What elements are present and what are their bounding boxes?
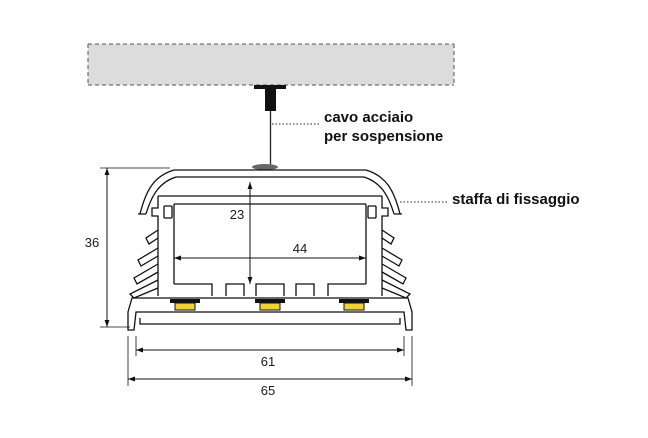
bracket-label: staffa di fissaggio bbox=[452, 191, 580, 208]
cable-label-line1: cavo acciaio bbox=[324, 109, 413, 126]
diffuser-base bbox=[127, 297, 413, 331]
cable-anchor bbox=[252, 85, 286, 170]
dim-total-width: 65 bbox=[127, 336, 413, 398]
aluminium-profile bbox=[128, 195, 412, 299]
dim-total-height: 36 bbox=[85, 167, 170, 328]
led-strip bbox=[170, 299, 369, 311]
dim-total-height-label: 36 bbox=[85, 235, 99, 250]
dim-inner-height-label: 23 bbox=[230, 207, 244, 222]
dim-inner-width: 44 bbox=[174, 241, 366, 261]
mounting-bracket bbox=[138, 169, 402, 215]
dim-inner-height: 23 bbox=[230, 182, 253, 284]
dim-base-width-label: 61 bbox=[261, 354, 275, 369]
dim-total-width-label: 65 bbox=[261, 383, 275, 398]
cable-label-line2: per sospensione bbox=[324, 128, 443, 145]
ceiling bbox=[87, 43, 455, 86]
dim-inner-width-label: 44 bbox=[293, 241, 307, 256]
dim-base-width: 61 bbox=[135, 336, 405, 369]
